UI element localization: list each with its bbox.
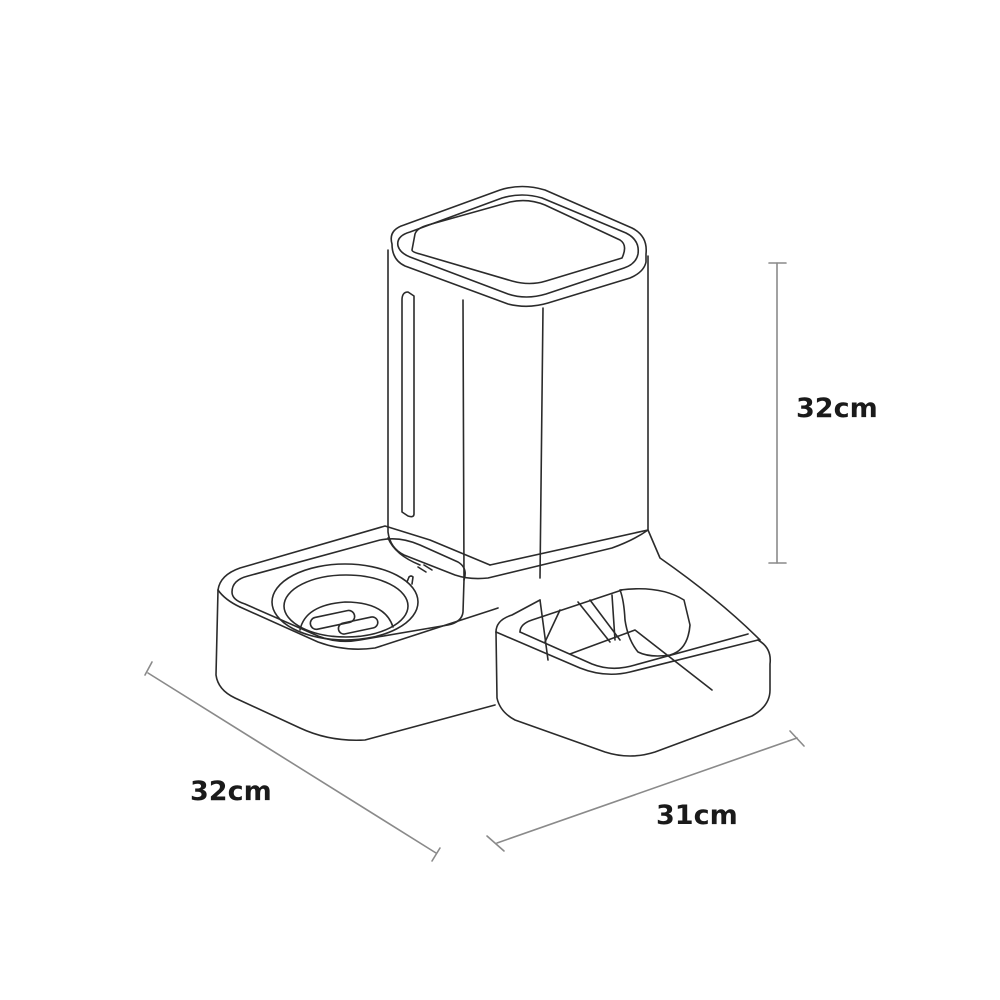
depth-label: 32cm [190, 776, 272, 807]
dimension-lines [144, 262, 805, 862]
height-label: 32cm [796, 393, 878, 424]
width-dimension-line [496, 737, 798, 844]
depth-dimension-line [147, 672, 437, 854]
reservoir-tank [387, 185, 649, 581]
left-bowl-tray [215, 525, 499, 742]
right-water-bowl [489, 529, 772, 757]
width-label: 31cm [656, 800, 738, 831]
